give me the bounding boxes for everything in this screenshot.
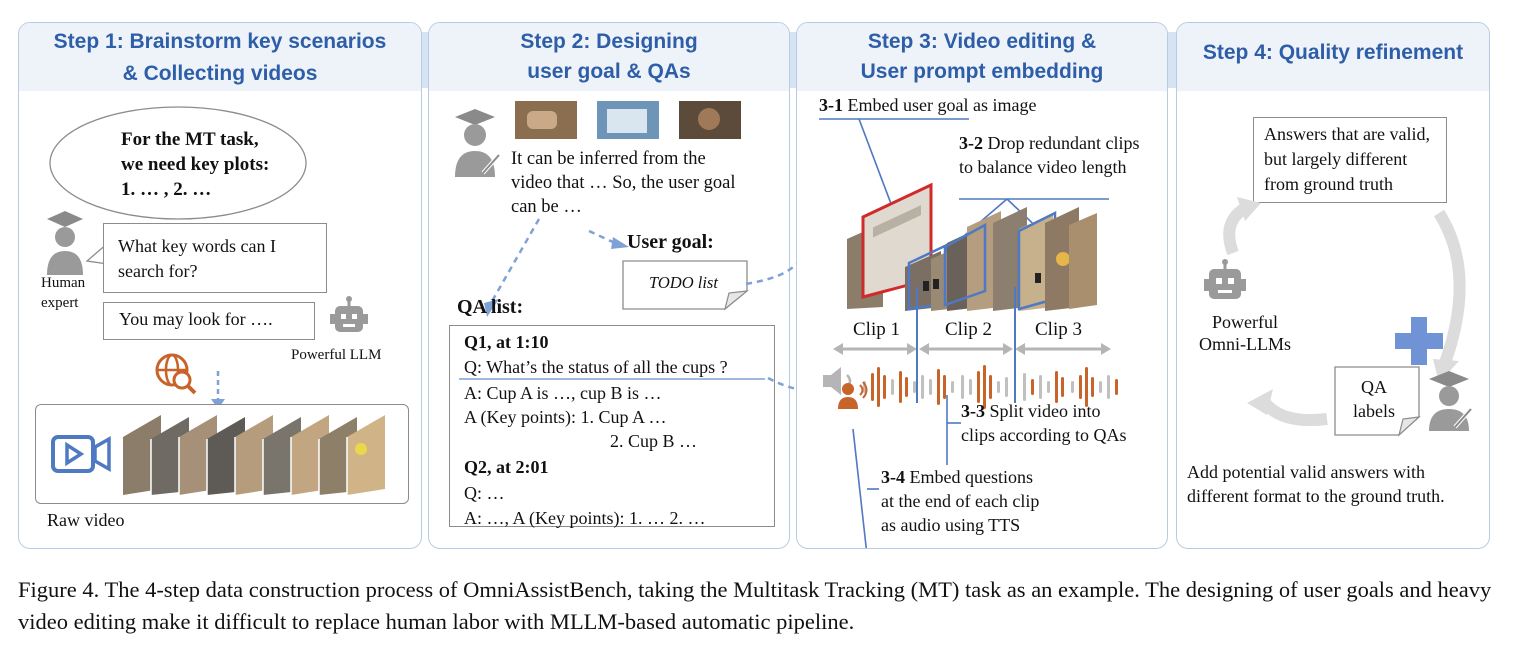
qa-list-box: Q1, at 1:10 Q: What’s the status of all … [449, 325, 775, 528]
human-expert-label: Human expert [41, 275, 86, 311]
s32-num: 3-2 [959, 133, 983, 153]
step3-title-line2: User prompt embedding [860, 60, 1104, 83]
step4-bottom-text: Add potential valid answers with differe… [1187, 462, 1445, 506]
step3-panel: Step 3: Video editing & User prompt embe… [796, 22, 1168, 549]
tts-speaker-icon [838, 381, 868, 409]
s34-text-line2: at the end of each clip [881, 491, 1040, 511]
omni-robot-icon [1204, 259, 1246, 299]
human-expert-icon [47, 211, 83, 275]
powerful-llm-label: Powerful LLM [291, 347, 382, 363]
answers-box: Answers that are valid, but largely diff… [1253, 117, 1447, 203]
clip-2-label: Clip 2 [945, 319, 992, 340]
cloud-line1: For the MT task, [121, 129, 259, 150]
step2-header [429, 23, 789, 91]
step3-header [797, 23, 1167, 91]
step3-graphics [819, 118, 1111, 548]
question-bubble: What key words can I search for? [103, 223, 327, 293]
s31-num: 3-1 [819, 95, 843, 115]
figure-caption: Figure 4. The 4-step data construction p… [18, 577, 1492, 634]
step2-title-line2: user goal & QAs [527, 60, 691, 83]
todo-text: TODO list [649, 273, 718, 292]
raw-video-frames [123, 415, 385, 495]
step1-panel: Step 1: Brainstorm key scenarios & Colle… [18, 22, 422, 549]
question-text: What key words can I search for? [118, 236, 276, 281]
robot-icon [330, 296, 368, 332]
step4-title-line1: Step 4: Quality refinement [1202, 41, 1464, 64]
step-3-3: 3-3 Split video into clips according to … [961, 399, 1126, 447]
q1-answer: A: Cup A is …, cup B is … [464, 383, 662, 403]
omni-llm-label: Powerful Omni-LLMs [1199, 312, 1291, 354]
step4-header [1177, 23, 1489, 91]
qa-list-label: QA list: [457, 296, 524, 318]
s33-num: 3-3 [961, 401, 985, 421]
refinement-cycle [1223, 197, 1466, 426]
todo-note [622, 260, 749, 311]
q2-answer: A: …, A (Key points): 1. … 2. … [464, 508, 706, 528]
expert-icon-step4 [1429, 371, 1473, 431]
s34-text-line1: Embed questions [909, 467, 1034, 487]
s32-text-line1: Drop redundant clips [987, 133, 1140, 153]
llm-answer-text: You may look for …. [119, 309, 273, 329]
step1-title-line1: Step 1: Brainstorm key scenarios [53, 30, 387, 53]
thought-cloud [49, 106, 307, 251]
q1-keypoints: A (Key points): 1. Cup A … [464, 407, 667, 427]
s32-text-line2: to balance video length [959, 157, 1127, 177]
answers-text: Answers that are valid, but largely diff… [1264, 124, 1430, 194]
step2-flow-arrows [484, 218, 629, 317]
step2-panel: Step 2: Designing user goal & QAs It can… [428, 22, 790, 549]
q2-question: Q: … [464, 483, 505, 503]
user-goal-label: User goal: [627, 231, 714, 253]
expert-writing-icon [455, 109, 501, 177]
question-underline [459, 378, 765, 380]
clip-1-label: Clip 1 [853, 319, 900, 340]
infer-text: It can be inferred from the video that …… [511, 149, 736, 217]
clip-3-label: Clip 3 [1035, 319, 1082, 340]
cloud-line3: 1. … , 2. … [121, 179, 212, 200]
step-3-2: 3-2 Drop redundant clips to balance vide… [959, 131, 1139, 179]
step2-title-line1: Step 2: Designing [520, 30, 698, 53]
q1-header: Q1, at 1:10 [464, 332, 549, 352]
raw-video-label: Raw video [47, 510, 125, 530]
step-3-1: 3-1 Embed user goal as image [819, 93, 1036, 117]
s34-num: 3-4 [881, 467, 905, 487]
cloud-line2: we need key plots: [121, 154, 270, 175]
s31-text: Embed user goal as image [847, 95, 1037, 115]
s33-text-line1: Split video into [989, 401, 1101, 421]
q2-header: Q2, at 2:01 [464, 457, 549, 477]
qa-labels-note [1334, 366, 1421, 437]
s34-text-line3: as audio using TTS [881, 515, 1021, 535]
video-thumbnails [515, 101, 741, 139]
video-play-icon [51, 435, 111, 473]
qa-labels-text: QA labels [1353, 377, 1395, 421]
step1-header [19, 23, 421, 91]
audio-waveform [857, 365, 1127, 411]
step4-panel: Step 4: Quality refinement Answers that … [1176, 22, 1490, 549]
step3-title-line1: Step 3: Video editing & [867, 30, 1097, 53]
llm-answer-box: You may look for …. [103, 302, 315, 340]
web-search-icon [155, 353, 197, 395]
q1-keypoint2: 2. Cup B … [610, 431, 698, 451]
step-3-4: 3-4 Embed questions at the end of each c… [881, 465, 1039, 537]
step1-title-line2: & Collecting videos [122, 62, 318, 85]
s33-text-line2: clips according to QAs [961, 425, 1127, 445]
q1-question: Q: What’s the status of all the cups ? [464, 357, 728, 377]
